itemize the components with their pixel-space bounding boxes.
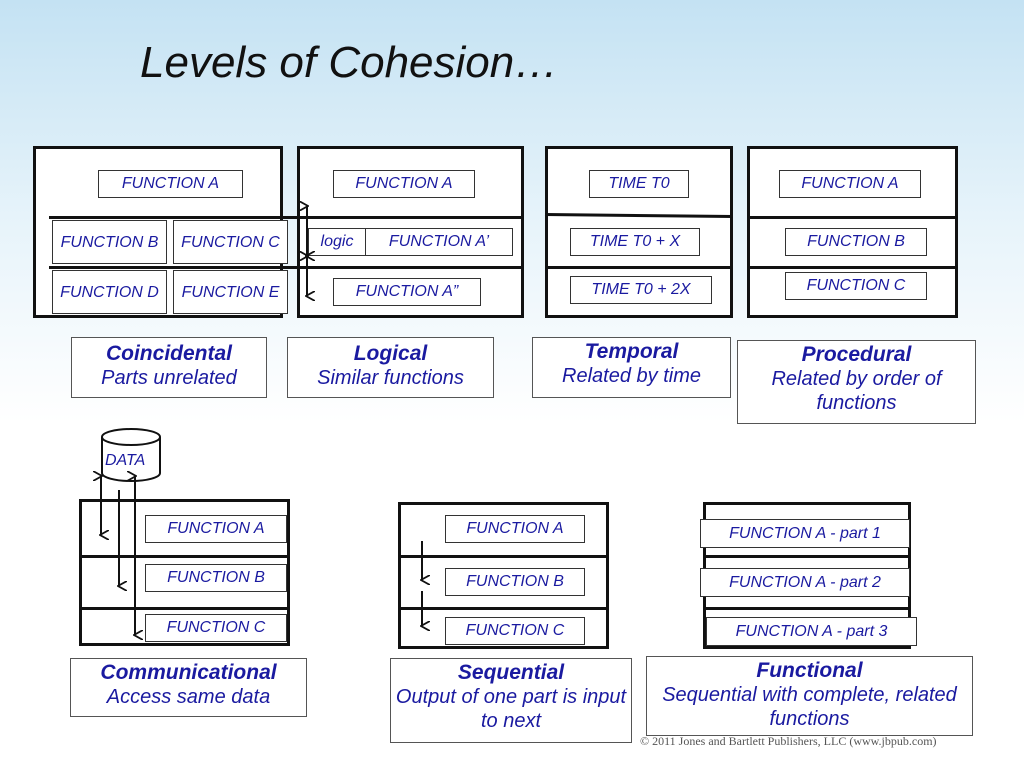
communicational-caption: Communicational Access same data: [70, 658, 307, 717]
function-c-box: FUNCTION C: [145, 614, 287, 642]
page-title: Levels of Cohesion…: [140, 38, 559, 87]
procedural-divider: [747, 216, 958, 219]
function-e-box: FUNCTION E: [173, 270, 288, 314]
caption-subtitle: Sequential with complete, related functi…: [662, 684, 957, 730]
caption-subtitle: Related by order of functions: [771, 368, 942, 414]
caption-subtitle: Similar functions: [317, 367, 464, 389]
function-a-part2-box: FUNCTION A - part 2: [700, 568, 910, 597]
function-b-box: FUNCTION B: [145, 564, 287, 592]
caption-subtitle: Related by time: [562, 365, 701, 387]
sequential-divider: [398, 607, 609, 610]
coincidental-divider: [49, 216, 297, 219]
copyright-text: © 2011 Jones and Bartlett Publishers, LL…: [640, 734, 937, 748]
caption-title: Logical: [353, 342, 428, 365]
caption-title: Communicational: [100, 661, 277, 684]
caption-subtitle: Access same data: [106, 686, 271, 708]
caption-subtitle: Parts unrelated: [101, 367, 237, 389]
function-a-double-prime-box: FUNCTION A”: [333, 278, 481, 306]
caption-title: Sequential: [457, 661, 565, 684]
temporal-caption: Temporal Related by time: [532, 337, 731, 398]
function-a-box: FUNCTION A: [145, 515, 287, 543]
function-a-box: FUNCTION A: [445, 515, 585, 543]
functional-caption: Functional Sequential with complete, rel…: [646, 656, 973, 736]
temporal-divider: [545, 266, 733, 269]
coincidental-caption: Coincidental Parts unrelated: [71, 337, 267, 398]
function-b-box: FUNCTION B: [52, 220, 167, 264]
function-a-part3-box: FUNCTION A - part 3: [706, 617, 917, 646]
caption-title: Coincidental: [105, 342, 232, 365]
function-d-box: FUNCTION D: [52, 270, 167, 314]
logical-divider: [297, 216, 524, 219]
coincidental-divider: [49, 266, 297, 269]
caption-title: Functional: [756, 659, 863, 682]
logical-caption: Logical Similar functions: [287, 337, 494, 398]
function-c-box: FUNCTION C: [173, 220, 288, 264]
caption-subtitle: Output of one part is input to next: [395, 686, 627, 732]
sequential-caption: Sequential Output of one part is input t…: [390, 658, 632, 743]
function-a-box: FUNCTION A: [98, 170, 243, 198]
time-t0-plus-2x-box: TIME T0 + 2X: [570, 276, 712, 304]
function-c-box: FUNCTION C: [785, 272, 927, 300]
procedural-divider: [747, 266, 958, 269]
function-b-box: FUNCTION B: [445, 568, 585, 596]
function-a-prime-box: FUNCTION A’: [365, 228, 513, 256]
function-a-part1-box: FUNCTION A - part 1: [700, 519, 910, 548]
data-label: DATA: [105, 452, 146, 469]
function-a-box: FUNCTION A: [333, 170, 475, 198]
time-t0-plus-x-box: TIME T0 + X: [570, 228, 700, 256]
logical-divider: [297, 266, 524, 269]
functional-divider: [703, 555, 911, 558]
functional-divider: [703, 607, 911, 610]
function-c-box: FUNCTION C: [445, 617, 585, 645]
caption-title: Procedural: [801, 343, 912, 366]
communicational-divider: [79, 555, 290, 558]
caption-title: Temporal: [584, 340, 679, 363]
function-b-box: FUNCTION B: [785, 228, 927, 256]
function-a-box: FUNCTION A: [779, 170, 921, 198]
procedural-caption: Procedural Related by order of functions: [737, 340, 976, 424]
communicational-divider: [79, 607, 290, 610]
time-t0-box: TIME T0: [589, 170, 689, 198]
sequential-divider: [398, 555, 609, 558]
